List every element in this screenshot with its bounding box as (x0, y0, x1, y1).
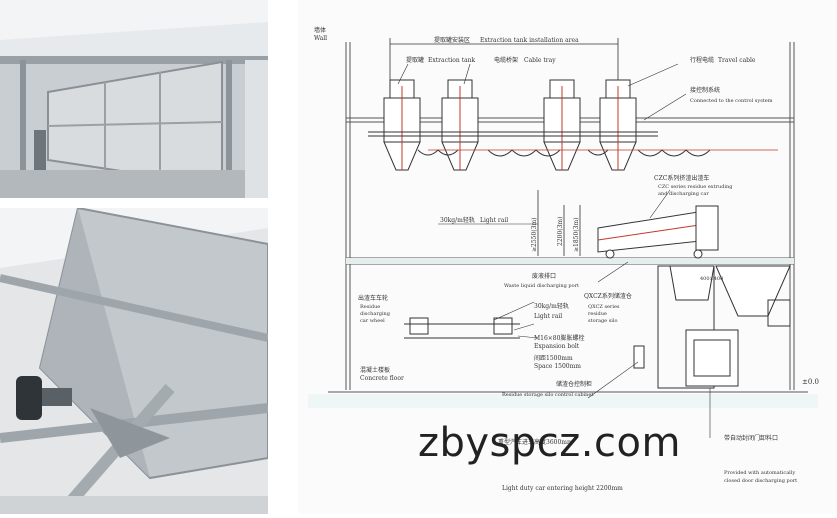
silo-en1: QXCZ series (588, 304, 620, 310)
light-rail-lower-cn: 30kg/m轻轨 (534, 302, 569, 310)
silo-cn: QXCZ系列储渣仓 (584, 292, 632, 300)
concrete-floor-en: Concrete floor (360, 375, 404, 382)
spacing-en: Space 1500mm (534, 363, 581, 370)
auto-port-cn: 带自动封闭门卸料口 (724, 434, 778, 442)
drawing-canvas: 墙体 Wall 提取罐安装区 Extraction tank installat… (308, 26, 819, 492)
concrete-hatch (308, 258, 818, 408)
install-area-en: Extraction tank installation area (480, 37, 579, 44)
site-watermark: zbyspcz.com (418, 420, 681, 466)
dim-2550: ≥2550(3m) (531, 218, 538, 253)
extraction-tanks (383, 79, 637, 171)
auto-port-en1: Provided with automatically (724, 470, 795, 476)
czc-car-en2: and discharging car (658, 191, 709, 197)
waste-port-en: Waste liquid discharging port (504, 283, 579, 289)
car-wheel-cn: 出渣车车轮 (358, 294, 388, 302)
tank-3 (543, 79, 581, 171)
dim-1850: ≥1850(3m) (573, 218, 580, 253)
install-area-dimension (389, 38, 619, 90)
wall-label-cn: 墙体 (314, 26, 326, 34)
tank-2 (441, 79, 479, 171)
control-cabinet (633, 345, 645, 369)
light-rail-lower-en: Light rail (534, 313, 562, 320)
height-dimensions (537, 190, 581, 256)
leader-lines (397, 63, 711, 438)
cable-tray-en: Cable tray (524, 57, 556, 64)
storage-silo (657, 265, 791, 389)
tank-4 (599, 79, 637, 171)
silo-cabinet-en: Residue storage silo control cabinet (502, 392, 593, 398)
silo-photo-illustration (0, 208, 268, 514)
car-wheel-en3: car wheel (360, 318, 385, 324)
truck-height-en: Light duty car entering height 2200mm (502, 485, 623, 492)
photo-storage-silo (0, 208, 268, 514)
install-area-cn: 提取罐安装区 (434, 36, 470, 44)
dim-400: 400×400 (700, 276, 723, 282)
silo-en3: storage silo (588, 318, 617, 324)
waste-port-cn: 废液排口 (532, 272, 556, 280)
light-rail-upper-en: Light rail (480, 217, 508, 224)
control-system-cn: 接控制系统 (690, 86, 720, 94)
control-system-en: Connected to the control system (690, 98, 773, 104)
travel-cable-en: Travel cable (718, 57, 756, 64)
photo-extraction-tank-car (0, 0, 268, 198)
czc-car-en1: CZC series residue extruding (658, 184, 733, 190)
extraction-tank-cn: 提取罐 (406, 56, 424, 64)
spacing-cn: 间距1500mm (534, 354, 573, 362)
extraction-tank-en: Extraction tank (428, 57, 476, 64)
silo-cabinet-cn: 储渣仓控制柜 (556, 380, 592, 388)
czc-car-cn: CZC系列挤渣出渣车 (654, 174, 709, 182)
residue-car-wheels (404, 317, 520, 339)
truck-height-cn: 重型汽车进车高度3600mm (498, 438, 573, 446)
travel-cable-cn: 行程电缆 (690, 56, 714, 64)
wall-label-en: Wall (314, 35, 327, 42)
car-photo-illustration (0, 0, 268, 198)
car-wheel-en2: discharging (360, 311, 391, 317)
car-wheel-en1: Residue (360, 304, 380, 310)
dim-2200: 2200(3m) (557, 217, 564, 246)
expansion-bolt-cn: M16×80膨胀螺栓 (534, 334, 584, 342)
installation-drawing: 墙体 Wall 提取罐安装区 Extraction tank installat… (298, 0, 837, 514)
tank-1 (383, 79, 421, 171)
cable-tray-cn: 电缆桥架 (494, 56, 518, 64)
expansion-bolt-en: Expansion bolt (534, 343, 580, 350)
auto-port-en2: closed door discharging port (724, 478, 797, 484)
czc-discharging-car (597, 205, 719, 259)
silo-en2: residue (588, 311, 607, 317)
concrete-floor-cn: 混凝土楼板 (360, 366, 390, 374)
elevation-mark: ±0.0 (802, 378, 819, 386)
light-rail-upper-cn: 30kg/m轻轨 (440, 216, 475, 224)
